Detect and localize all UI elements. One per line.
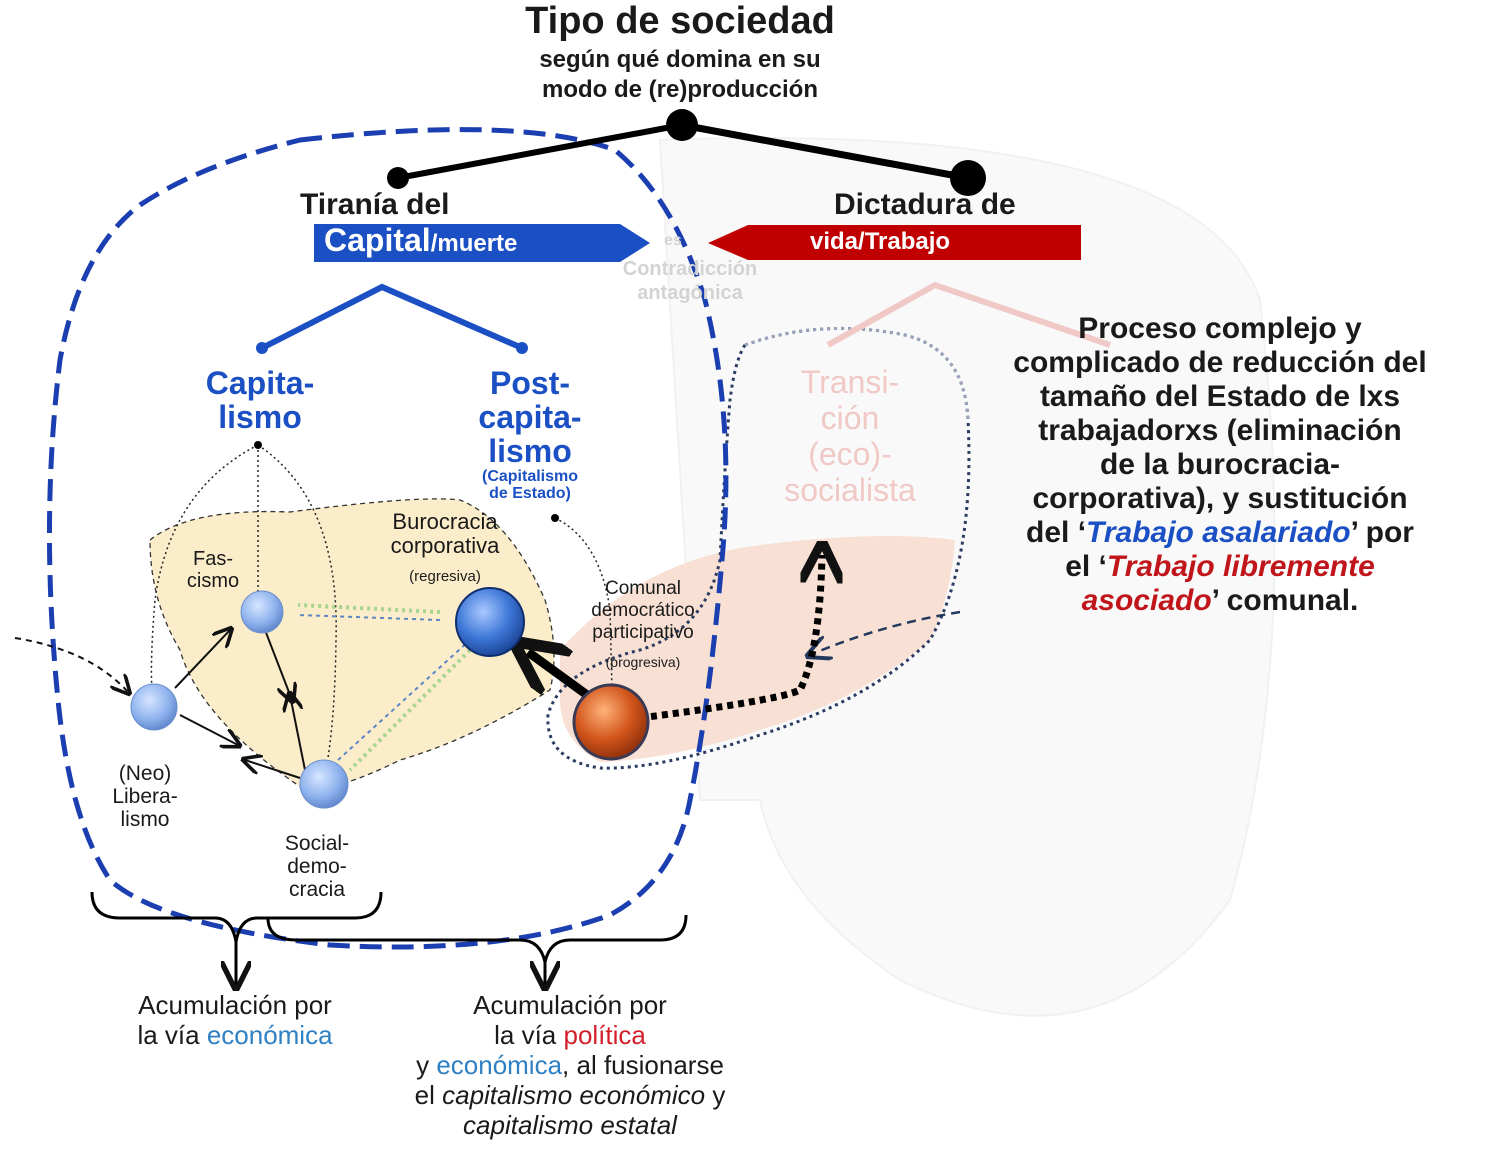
- center-antagonica: antagónica: [637, 282, 743, 304]
- blue-subtree: [260, 283, 524, 351]
- socialdemocracia-label: Social-demo-cracia: [284, 832, 350, 901]
- faded-background-shape: [658, 137, 1276, 1017]
- tree-left-dot: [387, 167, 409, 189]
- acumulacion-economica: Acumulación por la vía económica: [137, 990, 333, 1050]
- trabajo-asociado: asociado: [1081, 584, 1212, 617]
- dotted-arc-left: [150, 444, 259, 691]
- trabajo-banner-text: vida/Trabajo: [810, 228, 951, 255]
- tree-root-dot: [666, 109, 698, 141]
- diagram-subtitle-2: modo de (re)producción: [542, 76, 818, 103]
- process-description: Proceso complejo y complicado de reducci…: [1013, 312, 1427, 617]
- capitalismo-label: Capita-lismo: [205, 365, 315, 435]
- center-es: es: [664, 232, 682, 249]
- acumulacion-politica: Acumulación por la vía política y económ…: [414, 990, 726, 1140]
- brace-politica: [266, 914, 688, 963]
- neoliberalismo-label: (Neo)Libera-lismo: [112, 762, 178, 831]
- node-fascismo: [240, 590, 284, 634]
- capital-banner: [314, 224, 650, 262]
- center-contradiccion: Contradicción: [622, 258, 758, 280]
- capital-dashed-boundary: [46, 127, 729, 950]
- node-comunal: [572, 683, 650, 761]
- dotted-arc-comunal: [554, 517, 613, 691]
- trabajo-libremente: Trabajo libremente: [1106, 550, 1375, 583]
- node-burocracia: [455, 587, 525, 657]
- trabajo-banner: [708, 225, 1081, 260]
- capital-banner-small: /muerte: [430, 230, 518, 257]
- fascismo-label: Fas-cismo: [186, 548, 240, 592]
- capital-banner-big: Capital: [324, 222, 431, 258]
- tree-left-branch: [397, 122, 683, 181]
- transition-dotted-outline-top: [744, 326, 970, 421]
- pink-area: [560, 536, 955, 762]
- faded-red-subtree: [826, 281, 1111, 348]
- progresiva-label: (progresiva): [605, 654, 681, 670]
- node-socialdemocracia: [299, 759, 349, 809]
- capital-banner-text: Capital/muerte: [324, 222, 517, 259]
- tree-right-dot: [950, 160, 986, 196]
- trabajo-asalariado: Trabajo asalariado: [1086, 516, 1351, 549]
- postcapitalismo-label: Post-capita-lismo: [478, 365, 582, 469]
- node-neoliberalismo: [130, 683, 178, 731]
- transicion-label: Transi-ción(eco)-socialista: [784, 364, 916, 508]
- dictadura-label: Dictadura de: [834, 188, 1016, 221]
- diagram-subtitle-1: según qué domina en su: [539, 46, 821, 73]
- tirania-label: Tiranía del: [300, 188, 450, 221]
- tree-right-branch: [681, 121, 969, 182]
- diagram-title: Tipo de sociedad: [525, 0, 835, 42]
- regresiva-label: (regresiva): [409, 568, 481, 585]
